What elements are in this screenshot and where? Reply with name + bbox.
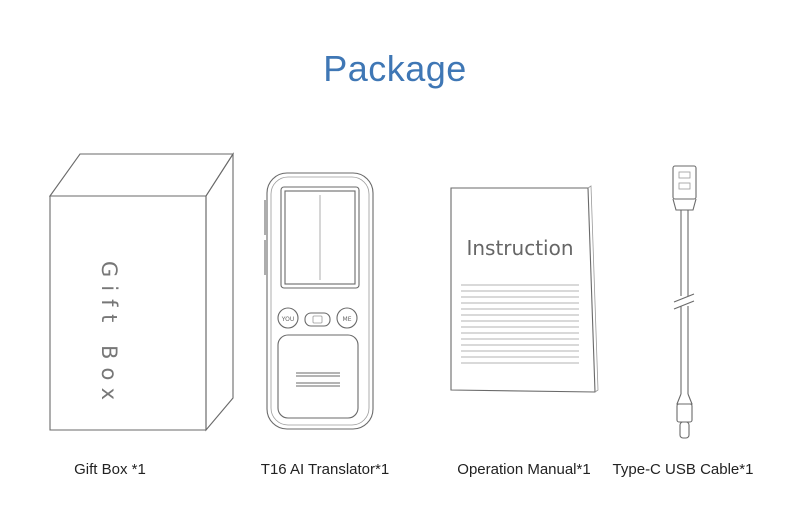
cable-item — [0, 0, 697, 439]
svg-text:YOU: YOU — [281, 316, 294, 323]
translator-item: YOU ME — [0, 0, 374, 430]
caption-manual: Operation Manual*1 — [457, 461, 591, 478]
caption-gift-box: Gift Box *1 — [74, 461, 146, 478]
manual-cover-text: Instruction — [466, 236, 574, 260]
gift-box-item: Gift Box — [0, 0, 235, 432]
manual-item: Instruction — [0, 0, 599, 393]
svg-text:ME: ME — [343, 316, 352, 323]
caption-cable: Type-C USB Cable*1 — [612, 461, 754, 478]
caption-translator: T16 AI Translator*1 — [260, 461, 390, 478]
page-title: Package — [323, 48, 467, 89]
